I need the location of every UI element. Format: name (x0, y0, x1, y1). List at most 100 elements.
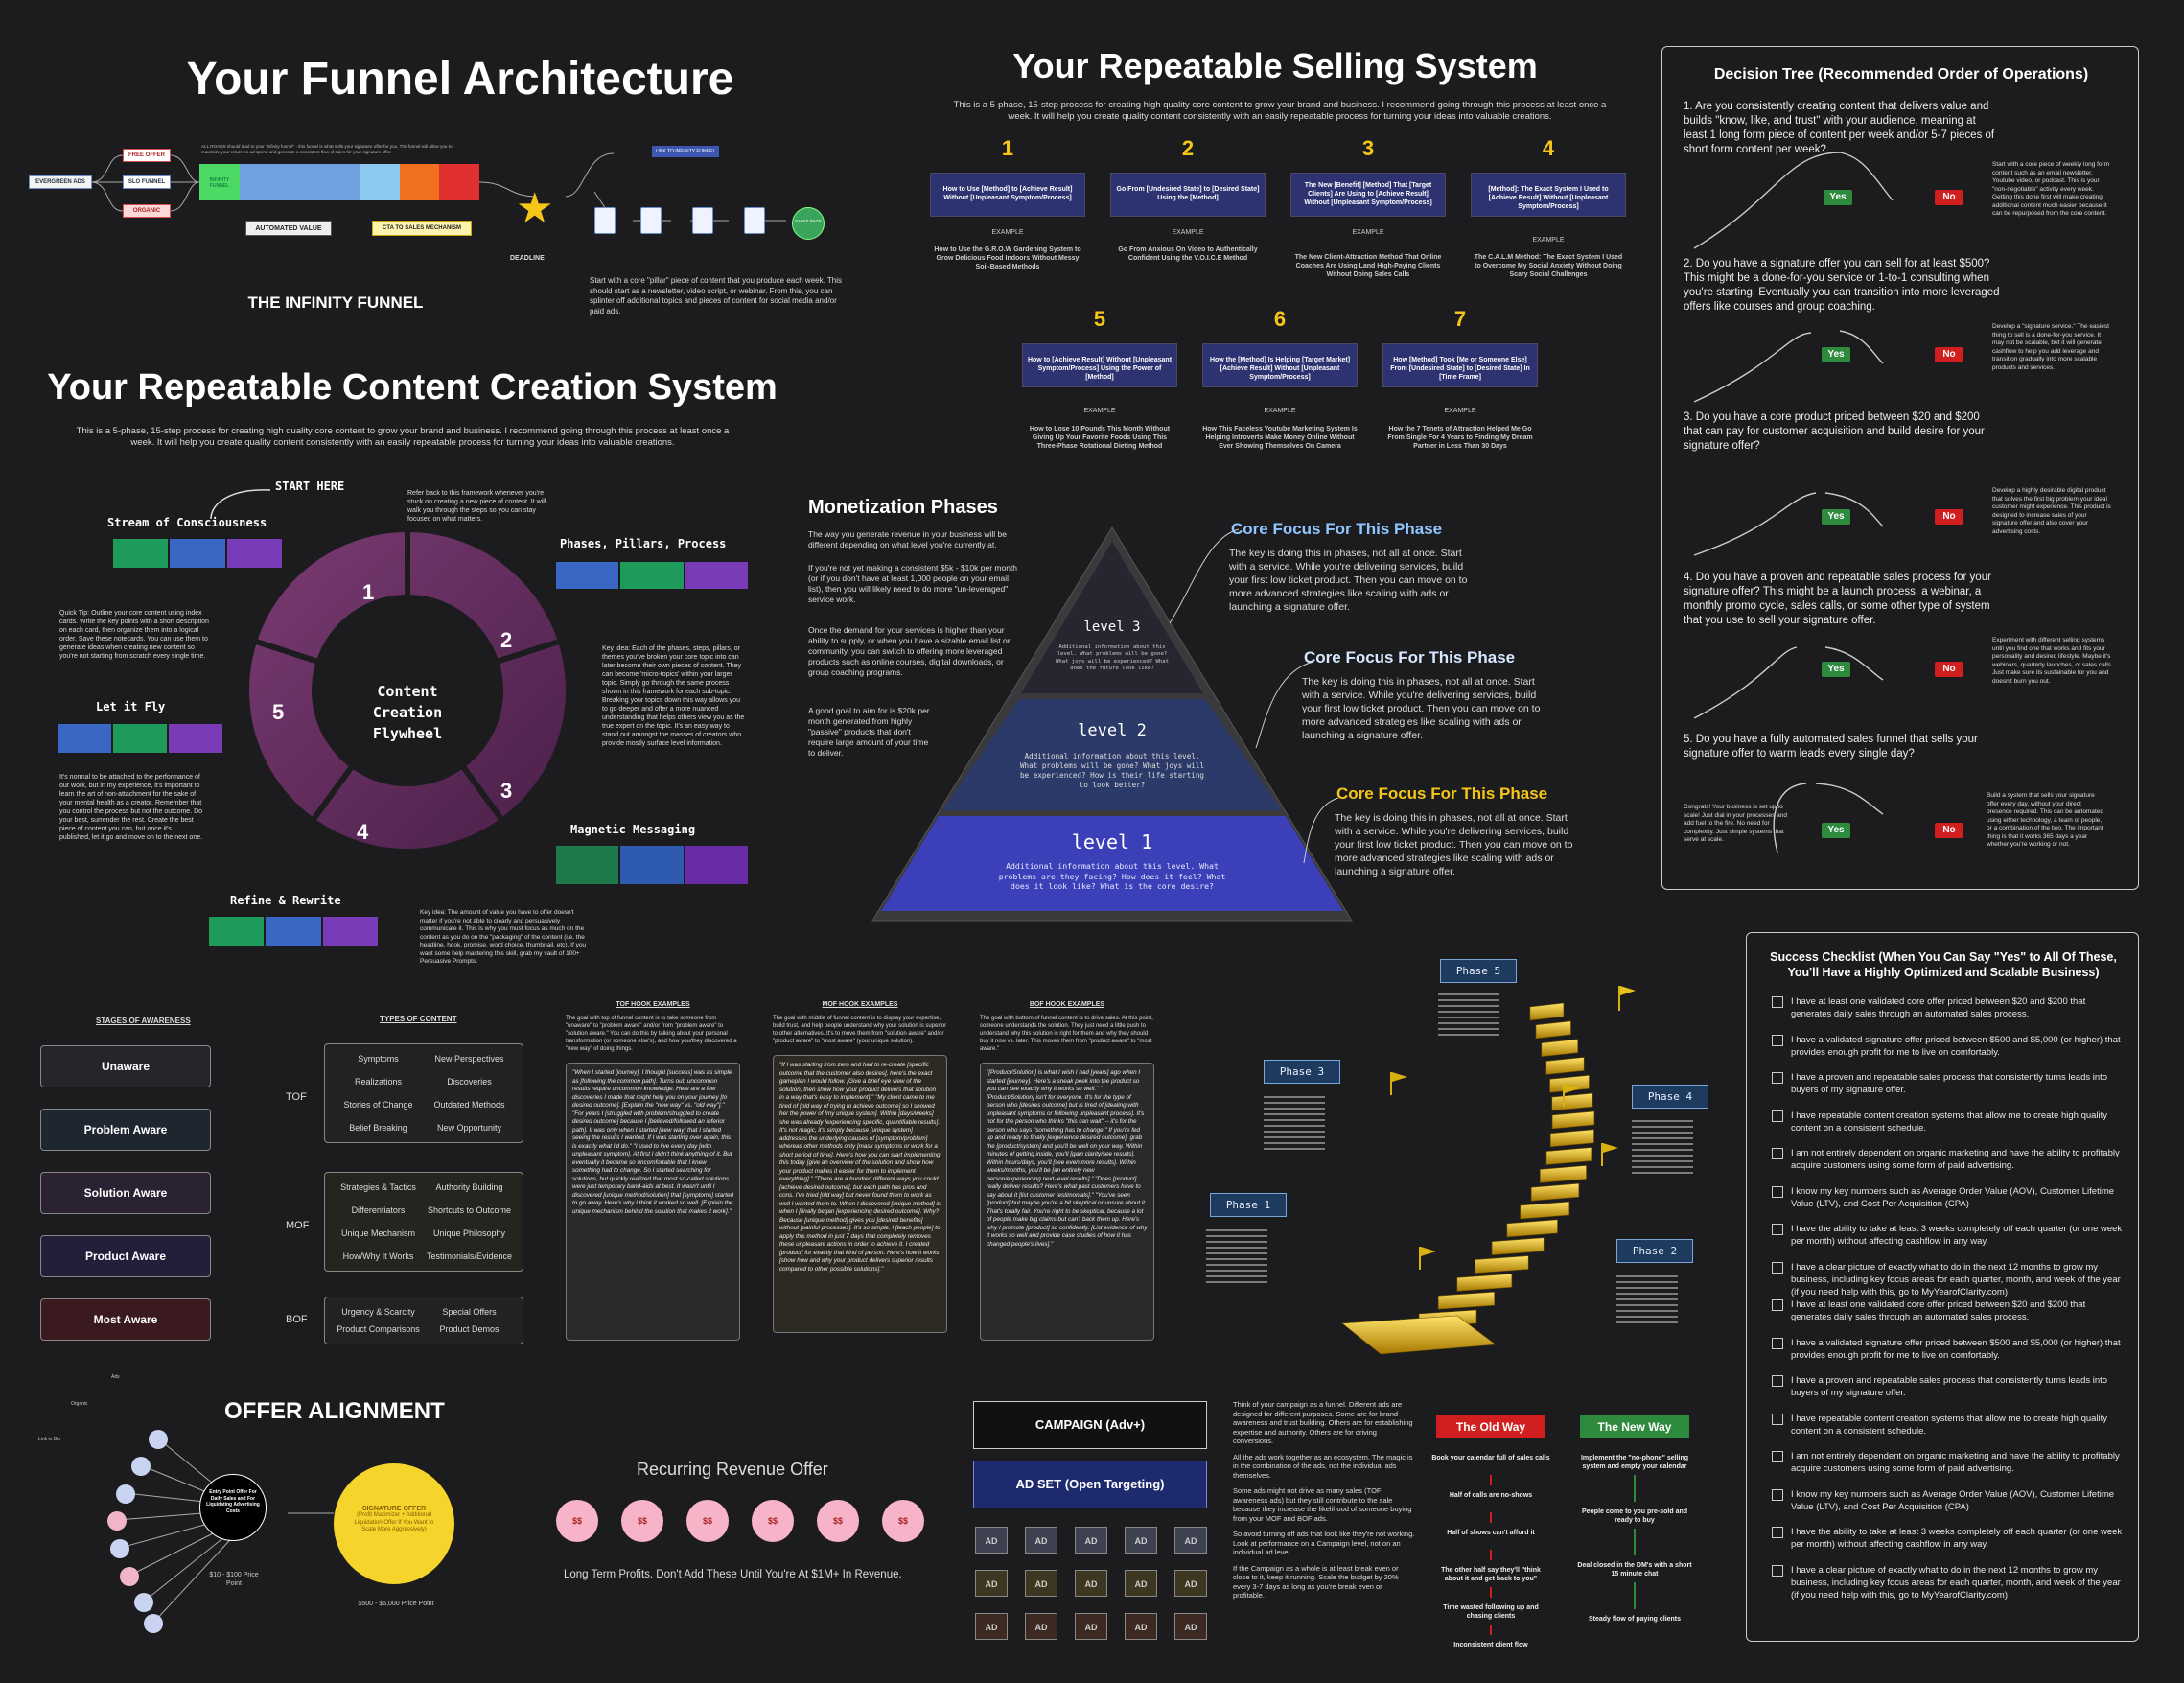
step-box-6: How the [Method] Is Helping [Target Mark… (1202, 343, 1358, 387)
checklist-item[interactable]: I have repeatable content creation syste… (1772, 1110, 2126, 1134)
signature-offer-circle: SIGNATURE OFFER (Profit Maximizer + Addi… (334, 1463, 454, 1584)
focus-title-3: Core Focus For This Phase (1336, 784, 1547, 804)
checklist-item-text: I have a validated signature offer price… (1791, 1034, 2126, 1059)
ad-box: AD (1025, 1527, 1057, 1554)
decision-yes-1: Yes (1824, 190, 1852, 205)
checklist-item[interactable]: I have the ability to take at least 3 we… (1772, 1526, 2126, 1551)
checklist-item[interactable]: I am not entirely dependent on organic m… (1772, 1450, 2126, 1475)
funnel-doc-2 (640, 207, 662, 234)
type-item: Unique Mechanism (333, 1228, 424, 1238)
checkbox[interactable] (1772, 1414, 1783, 1425)
checklist-item[interactable]: I have a validated signature offer price… (1772, 1034, 2126, 1059)
type-item: How/Why It Works (333, 1251, 424, 1261)
recurring-pill: $$ (752, 1500, 794, 1542)
checkbox[interactable] (1772, 1035, 1783, 1046)
type-item: Symptoms (333, 1054, 424, 1064)
checkbox[interactable] (1772, 1110, 1783, 1122)
checkbox[interactable] (1772, 1148, 1783, 1159)
checklist-item[interactable]: I have a clear picture of exactly what t… (1772, 1261, 2126, 1298)
checklist-item[interactable]: I have a validated signature offer price… (1772, 1337, 2126, 1362)
checkbox[interactable] (1772, 1262, 1783, 1274)
step-number-1: 1 (988, 136, 1027, 161)
let-fly-card (58, 724, 111, 753)
signature-offer-label: SIGNATURE OFFER (334, 1506, 454, 1512)
checkbox[interactable] (1772, 1299, 1783, 1311)
step-example-label-3: EXAMPLE (1290, 228, 1446, 237)
checklist-item[interactable]: I have at least one validated core offer… (1772, 1298, 2126, 1323)
phase-notes (1632, 1120, 1693, 1174)
hook-title-mof: MOF HOOK EXAMPLES (773, 1001, 947, 1009)
checklist-item[interactable]: I have at least one validated core offer… (1772, 995, 2126, 1020)
adset-box: AD SET (Open Targeting) (973, 1461, 1207, 1508)
old-way-title: The Old Way (1436, 1415, 1545, 1438)
funnel-desc-2: Start with a core "pillar" piece of cont… (590, 276, 848, 316)
step-box-3: The New [Benefit] [Method] That [Target … (1290, 173, 1446, 217)
arrow-connector (1490, 1550, 1492, 1560)
infinity-stage-strip: INFINITY FUNNEL (199, 164, 479, 200)
checkbox[interactable] (1772, 1072, 1783, 1084)
arrow-connector (1634, 1475, 1636, 1502)
step-number-3: 3 (1349, 136, 1387, 161)
refine-card (209, 917, 264, 946)
type-item: Realizations (333, 1077, 424, 1087)
checklist-title: Success Checklist (When You Can Say "Yes… (1764, 949, 2123, 980)
stage-solution-aware: Solution Aware (40, 1172, 211, 1214)
types-mof: Strategies & Tactics Authority Building … (324, 1172, 523, 1272)
checkbox[interactable] (1772, 1375, 1783, 1387)
hook-card-tof: "When I started [journey], I thought [su… (566, 1063, 740, 1341)
checkbox[interactable] (1772, 1338, 1783, 1349)
decision-no-3: No (1935, 509, 1963, 525)
checklist-item[interactable]: I have the ability to take at least 3 we… (1772, 1223, 2126, 1248)
ad-box: AD (1174, 1613, 1207, 1640)
source-dot (131, 1457, 151, 1476)
source-organic: ORGANIC (123, 204, 171, 218)
ads-desc-paragraph: So avoid turning off ads that look like … (1233, 1530, 1415, 1557)
recurring-pill: $$ (882, 1500, 924, 1542)
step-example-label-1: EXAMPLE (930, 228, 1085, 237)
ads-desc-paragraph: Think of your campaign as a funnel. Diff… (1233, 1400, 1415, 1446)
checklist-item[interactable]: I have a clear picture of exactly what t… (1772, 1564, 2126, 1601)
checkbox[interactable] (1772, 1186, 1783, 1198)
step-example-1: How to Use the G.R.O.W Gardening System … (930, 245, 1085, 271)
step-example-2: Go From Anxious On Video to Authenticall… (1110, 245, 1266, 263)
checklist-item-text: I have the ability to take at least 3 we… (1791, 1526, 2126, 1551)
checkbox[interactable] (1772, 1565, 1783, 1577)
checklist-item[interactable]: I have a proven and repeatable sales pro… (1772, 1374, 2126, 1399)
checklist-item-text: I am not entirely dependent on organic m… (1791, 1450, 2126, 1475)
arrow-connector (1490, 1475, 1492, 1485)
selling-intro: This is a 5-phase, 15-step process for c… (944, 100, 1615, 123)
new-item: Deal closed in the DM's with a short 15 … (1575, 1561, 1694, 1578)
checklist-item[interactable]: I know my key numbers such as Average Or… (1772, 1185, 2126, 1210)
checklist-item[interactable]: I know my key numbers such as Average Or… (1772, 1488, 2126, 1513)
step-example-3: The New Client-Attraction Method That On… (1290, 253, 1446, 279)
checkbox[interactable] (1772, 1224, 1783, 1235)
checklist-item[interactable]: I have a proven and repeatable sales pro… (1772, 1071, 2126, 1096)
focus-title-1: Core Focus For This Phase (1231, 520, 1442, 539)
type-item: Discoveries (424, 1077, 515, 1087)
decision-no-note-1: Start with a core piece of weekly long f… (1992, 161, 2113, 219)
step-number-5: 5 (1080, 307, 1119, 332)
checkbox[interactable] (1772, 1527, 1783, 1538)
type-item: Differentiators (333, 1205, 424, 1215)
funnel-doc-1 (594, 207, 616, 234)
stage-2 (240, 164, 280, 200)
checkbox[interactable] (1772, 996, 1783, 1008)
checklist-item[interactable]: I have repeatable content creation syste… (1772, 1413, 2126, 1438)
hook-card-mof: "If I was starting from zero and had to … (773, 1055, 947, 1333)
magnetic-cards (556, 846, 748, 884)
checklist-item[interactable]: I am not entirely dependent on organic m… (1772, 1147, 2126, 1172)
checkbox[interactable] (1772, 1451, 1783, 1462)
decision-q1: 1. Are you consistently creating content… (1684, 100, 2000, 157)
decision-no-5: No (1935, 823, 1963, 838)
focus-title-2: Core Focus For This Phase (1304, 648, 1515, 667)
step-box-5: How to [Achieve Result] Without [Unpleas… (1022, 343, 1177, 387)
checklist-item-text: I have a proven and repeatable sales pro… (1791, 1071, 2126, 1096)
checkbox[interactable] (1772, 1489, 1783, 1501)
funnel-doc-3 (692, 207, 713, 234)
source-dot (144, 1614, 163, 1633)
content-intro: This is a 5-phase, 15-step process for c… (67, 426, 738, 449)
checklist-item-text: I have at least one validated core offer… (1791, 995, 2126, 1020)
source-dot (134, 1593, 153, 1612)
type-item: Stories of Change (333, 1100, 424, 1110)
ad-box: AD (975, 1570, 1008, 1597)
